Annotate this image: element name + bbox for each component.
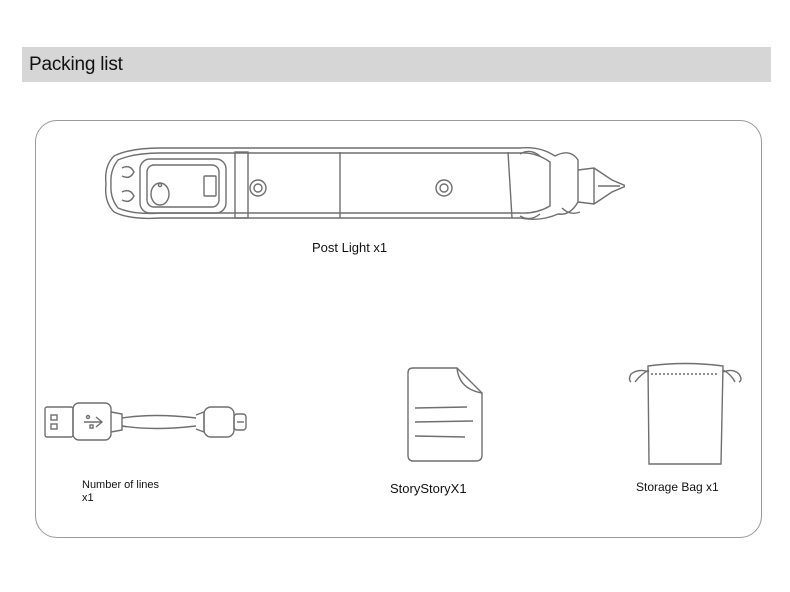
- document-label: StoryStoryX1: [390, 481, 467, 496]
- page-title: Packing list: [29, 54, 123, 75]
- usb-cable-icon: [44, 402, 247, 441]
- document-icon: [407, 367, 483, 462]
- cable-label-line1: Number of lines: [82, 479, 160, 491]
- cable-label: Number of lines x1: [82, 479, 159, 505]
- storage-bag-label: Storage Bag x1: [636, 480, 719, 494]
- post-light-icon: [104, 146, 625, 221]
- post-light-label: Post Light x1: [312, 240, 388, 255]
- cable-label-line2: x1: [82, 492, 94, 504]
- storage-bag-icon: [628, 362, 742, 465]
- packing-list-header: Packing list: [22, 47, 771, 82]
- packing-contents-panel: [35, 120, 762, 538]
